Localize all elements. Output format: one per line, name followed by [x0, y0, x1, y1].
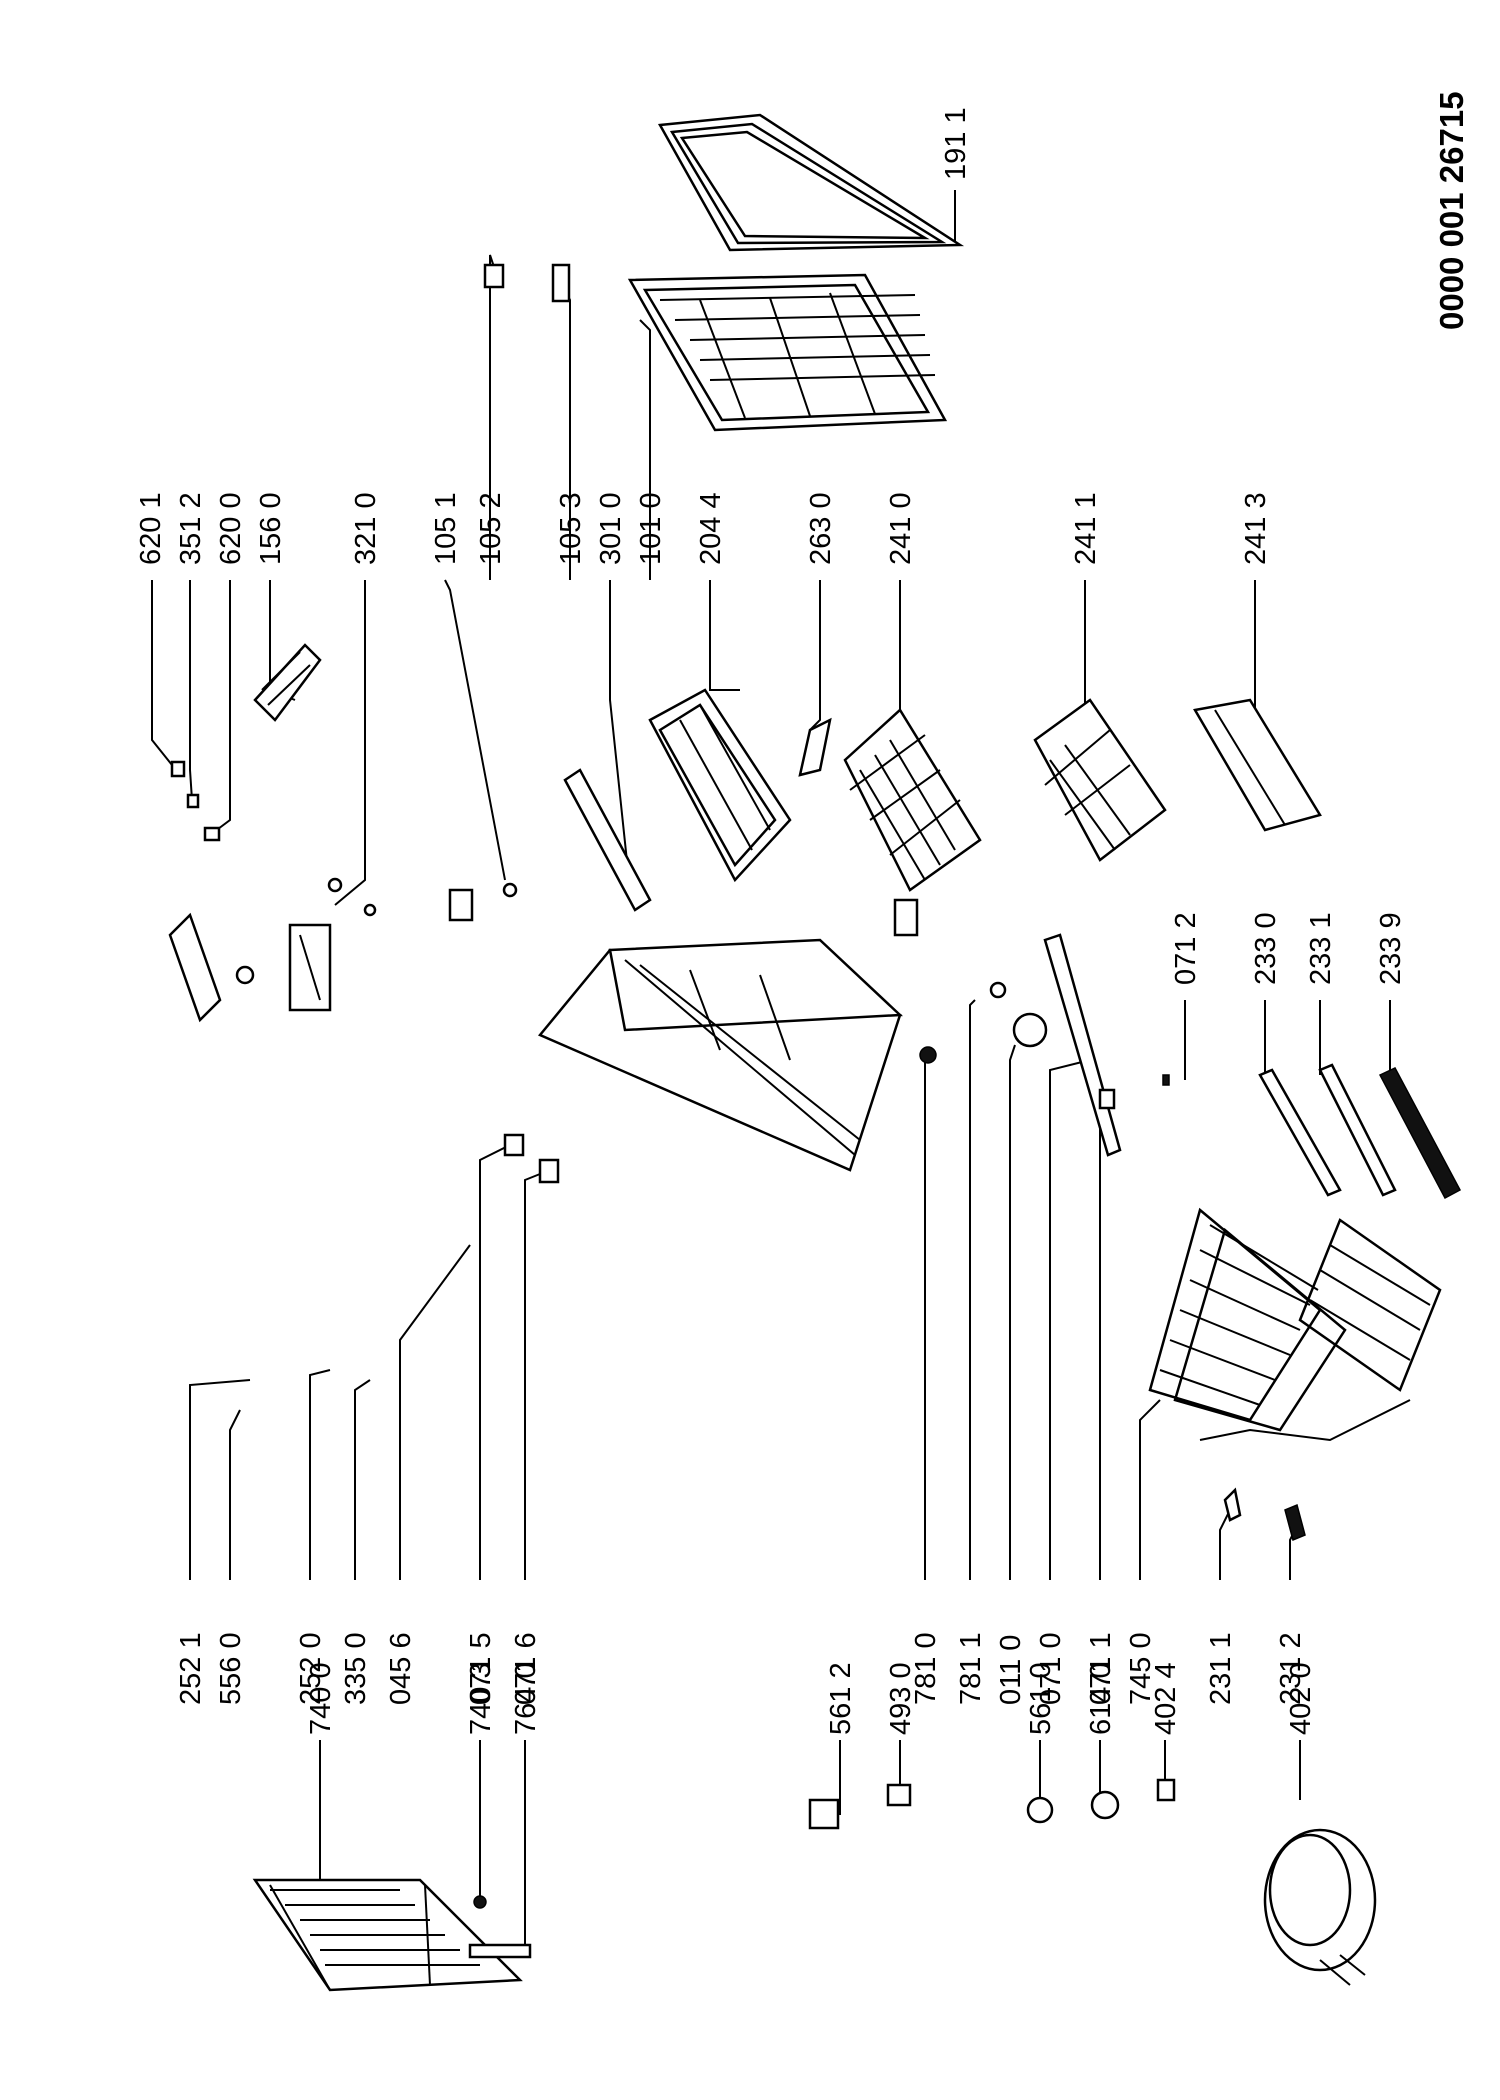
cabinet-part [537, 938, 903, 1172]
callout-071-2: 071 2 [1170, 912, 1202, 985]
compressor-accessories [808, 1778, 1176, 1830]
callout-351-2: 351 2 [175, 492, 207, 565]
callout-614-0: 614 0 [1085, 1662, 1117, 1735]
callout-241-3: 241 3 [1240, 492, 1272, 565]
callout-561-2: 561 2 [825, 1662, 857, 1735]
door-part [627, 273, 948, 432]
wire-shelves-part [1148, 1207, 1442, 1442]
callout-556-0: 556 0 [215, 1632, 247, 1705]
callout-740-0: 740 0 [305, 1662, 337, 1735]
callout-561-0: 561 0 [1025, 1662, 1057, 1735]
callout-241-1: 241 1 [1070, 492, 1102, 565]
door-gasket-part [657, 113, 965, 252]
callout-011-0: 011 0 [995, 1634, 1027, 1705]
callout-321-0: 321 0 [350, 492, 382, 565]
door-bar-parts [1258, 1063, 1462, 1200]
strip-part [798, 717, 832, 777]
callout-252-1: 252 1 [175, 1632, 207, 1705]
flap-bar-part [563, 768, 652, 912]
callout-740-3: 740 3 [465, 1662, 497, 1735]
control-panel-parts [168, 877, 560, 1184]
callout-263-0: 263 0 [805, 492, 837, 565]
callout-105-3: 105 3 [555, 492, 587, 565]
condenser-part [252, 1878, 532, 1992]
callout-241-0: 241 0 [885, 492, 917, 565]
freezer-tray-part [648, 688, 792, 883]
basket-upper-part [843, 708, 982, 892]
callout-620-1: 620 1 [135, 492, 167, 565]
drawing-number: 0000 001 26715 [1433, 91, 1470, 330]
drawer-front-part [1193, 698, 1322, 832]
callout-105-2: 105 2 [475, 492, 507, 565]
callout-335-0: 335 0 [340, 1632, 372, 1705]
callout-101-0: 101 0 [635, 492, 667, 565]
thermostat-parts [893, 898, 1170, 1157]
callout-233-0: 233 0 [1250, 912, 1282, 985]
callout-301-0: 301 0 [595, 492, 627, 565]
callout-204-4: 204 4 [695, 492, 727, 565]
callout-105-1: 105 1 [430, 492, 462, 565]
small-top-parts [170, 760, 221, 842]
callout-781-1: 781 1 [955, 1632, 987, 1705]
basket-middle-part [1033, 698, 1167, 862]
compressor-part [1263, 1828, 1377, 1986]
callout-764-0: 764 0 [510, 1662, 542, 1735]
callout-231-1: 231 1 [1205, 1632, 1237, 1705]
callout-233-9: 233 9 [1375, 912, 1407, 985]
callout-402-4: 402 4 [1150, 1662, 1182, 1735]
callout-156-0: 156 0 [255, 492, 287, 565]
hinge-clip-parts [483, 263, 571, 303]
callout-045-6: 045 6 [385, 1632, 417, 1705]
ice-tray-part [253, 643, 322, 722]
callout-191-1: 191 1 [940, 107, 972, 180]
callout-493-0: 493 0 [885, 1662, 917, 1735]
shelf-clip-parts [1223, 1487, 1306, 1542]
callout-402-0: 402 0 [1285, 1662, 1317, 1735]
callout-620-0: 620 0 [215, 492, 247, 565]
callout-233-1: 233 1 [1305, 912, 1337, 985]
